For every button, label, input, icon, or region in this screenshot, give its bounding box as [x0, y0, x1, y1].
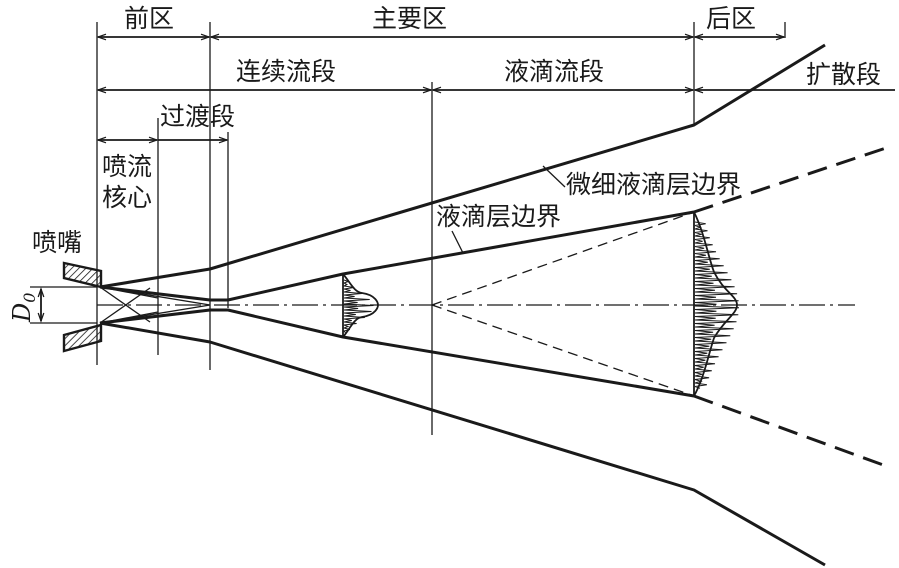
jet-core-label-line2: 核心	[102, 183, 152, 212]
continuous-flow-segment-label: 连续流段	[236, 57, 336, 86]
droplet-layer-boundary-label: 液滴层边界	[436, 202, 561, 231]
rear-zone-label: 后区	[706, 4, 756, 33]
droplet-flow-segment-label: 液滴流段	[504, 57, 604, 86]
droplet-distribution-profile-large	[693, 211, 740, 397]
fine-droplet-boundary-label: 微细液滴层边界	[566, 170, 741, 199]
nozzle-shape	[62, 261, 103, 353]
droplet-distribution-profile-small	[342, 273, 379, 338]
zone-dimension-arrows	[98, 37, 895, 140]
jet-core-label-line1: 喷流	[102, 152, 152, 181]
droplet-layer-boundary	[99, 210, 695, 398]
main-zone-label: 主要区	[372, 4, 447, 33]
diameter-symbol: D0	[8, 293, 39, 323]
front-zone-label: 前区	[124, 4, 174, 33]
nozzle-label: 喷嘴	[32, 228, 82, 257]
transition-segment-label: 过渡段	[160, 102, 235, 131]
droplet-spread-cone	[431, 211, 695, 397]
diffusion-segment-label: 扩散段	[806, 60, 881, 89]
nozzle-diameter-dimension	[30, 286, 97, 324]
fine-droplet-layer-boundary	[99, 43, 887, 567]
